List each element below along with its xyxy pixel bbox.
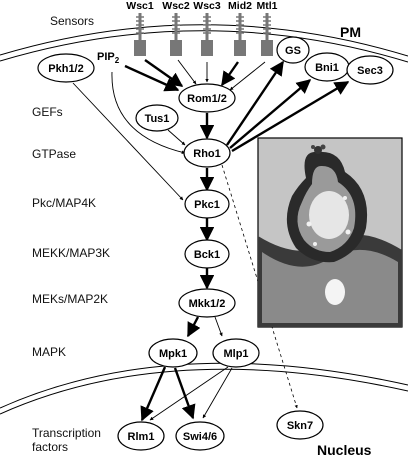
node-pkc1: Pkc1 — [184, 189, 230, 219]
micrograph-inset — [257, 137, 403, 328]
plasma-membrane-inner — [0, 30, 408, 63]
level-label-gtpase: GTPase — [32, 147, 76, 161]
node-label-tus1: Tus1 — [145, 113, 170, 125]
node-bni1: Bni1 — [304, 52, 350, 82]
node-label-rlm1: Rlm1 — [128, 431, 155, 443]
node-tus1: Tus1 — [135, 104, 179, 132]
node-pkh: Pkh1/2 — [37, 53, 95, 83]
arrow-rho1-gs — [226, 60, 284, 146]
node-mpk1: Mpk1 — [148, 338, 198, 368]
pip2-label: PIP2 — [97, 51, 120, 65]
level-label-mekk: MEKK/MAP3K — [32, 246, 110, 260]
node-mkk: Mkk1/2 — [178, 288, 236, 318]
node-label-gs: GS — [285, 45, 301, 57]
nucleus-label: Nucleus — [317, 442, 372, 457]
node-gs: GS — [276, 36, 310, 64]
node-label-pkc1: Pkc1 — [194, 199, 220, 211]
arrow-wsc2-rom — [177, 59, 197, 85]
level-label-tf-line2: factors — [32, 440, 68, 454]
arrow-mkk-mlp1 — [214, 316, 223, 337]
sensor-mtl1 — [261, 13, 273, 56]
sensor-label-mtl1: Mtl1 — [257, 0, 278, 12]
pm-label: PM — [340, 24, 361, 40]
node-bck1: Bck1 — [184, 239, 230, 269]
node-label-mkk: Mkk1/2 — [189, 298, 226, 310]
node-swi: Swi4/6 — [175, 421, 225, 451]
arrow-mtl1-rom — [229, 61, 266, 91]
arrow-tus1-rho1 — [167, 129, 186, 146]
level-label-gefs: GEFs — [32, 105, 63, 119]
node-label-pkh: Pkh1/2 — [48, 63, 83, 75]
level-label-meks: MEKs/MAP2K — [32, 292, 108, 306]
sensor-wsc2 — [170, 13, 182, 56]
pathway-arrows — [72, 59, 350, 422]
level-label-mapk: MAPK — [32, 345, 66, 359]
arrow-mpk1-swi — [173, 367, 196, 420]
node-label-rho1: Rho1 — [193, 148, 221, 160]
nuclear-envelope-inner — [0, 368, 408, 415]
arrow-pkh-pkc1 — [72, 82, 184, 201]
sensor-label-wsc2: Wsc2 — [162, 0, 190, 12]
arrow-mlp1-rlm1 — [149, 366, 229, 421]
node-rho1: Rho1 — [183, 138, 231, 168]
node-label-bni1: Bni1 — [315, 62, 339, 74]
arrow-mid2-rom — [221, 61, 239, 87]
arrow-wsc1-rom — [144, 59, 184, 87]
node-label-mpk1: Mpk1 — [159, 348, 187, 360]
arrow-rho1-bni1 — [229, 79, 312, 149]
arrow-pip2-rho1 — [111, 71, 186, 154]
sensor-wsc3 — [201, 13, 213, 56]
arrow-rho1-sec3 — [231, 80, 350, 153]
node-label-skn7: Skn7 — [287, 420, 313, 432]
arrow-mkk-mpk1 — [186, 316, 201, 338]
sensor-label-mid2: Mid2 — [228, 0, 252, 12]
arrow-mlp1-swi — [202, 367, 233, 419]
node-label-bck1: Bck1 — [194, 249, 220, 261]
sensors-label: Sensors — [50, 14, 94, 28]
node-skn7: Skn7 — [276, 410, 324, 440]
sensor-label-wsc3: Wsc3 — [193, 0, 221, 12]
node-label-swi: Swi4/6 — [183, 431, 217, 443]
node-label-mlp1: Mlp1 — [223, 348, 248, 360]
level-label-tf-line1: Transcription — [32, 426, 101, 440]
arrow-mpk1-rlm1 — [140, 366, 167, 422]
node-label-rom: Rom1/2 — [187, 93, 227, 105]
node-sec3: Sec3 — [346, 55, 394, 85]
sensor-label-wsc1: Wsc1 — [126, 0, 154, 12]
node-rom: Rom1/2 — [178, 83, 236, 113]
node-label-sec3: Sec3 — [357, 65, 383, 77]
level-label-pkc: Pkc/MAP4K — [32, 196, 96, 210]
sensor-mid2 — [234, 13, 246, 56]
sensor-wsc1 — [134, 13, 146, 56]
node-rlm1: Rlm1 — [117, 421, 165, 451]
node-mlp1: Mlp1 — [212, 338, 260, 368]
